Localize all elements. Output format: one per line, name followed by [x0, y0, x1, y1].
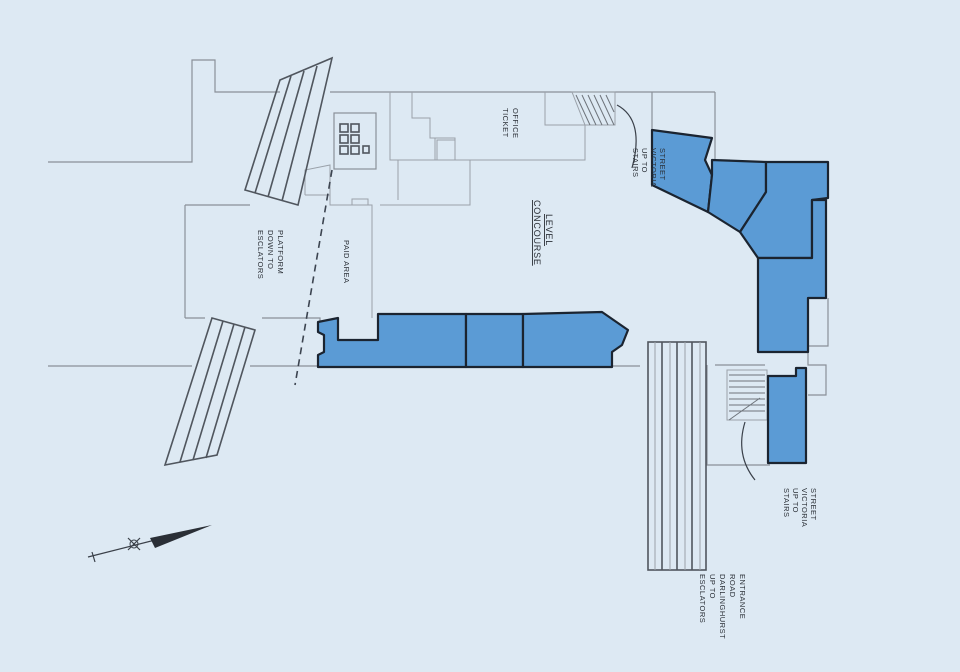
escalator-upper [243, 56, 334, 206]
svg-text:CONCOURSE: CONCOURSE [532, 200, 542, 266]
stairs-bottom [728, 374, 765, 481]
label-paid-area: PAID AREA [342, 240, 351, 284]
svg-text:PAID AREA: PAID AREA [342, 240, 351, 284]
svg-text:ROAD: ROAD [728, 574, 737, 598]
retail-unit-g[interactable] [756, 198, 828, 354]
label-concourse: CONCOURSE LEVEL [532, 200, 554, 266]
wall-lines [48, 59, 829, 466]
label-stairs-top: STAIRS UP TO VICTORIA STREET [631, 148, 667, 187]
svg-text:DOWN TO: DOWN TO [266, 230, 275, 269]
svg-text:PLATFORM: PLATFORM [276, 230, 285, 274]
label-escalators-entrance: ESCLATORS UP TO DARLINGHURST ROAD ENTRAN… [698, 574, 747, 639]
svg-text:STREET: STREET [809, 488, 818, 521]
retail-unit-b[interactable] [464, 312, 525, 369]
stairs-top [571, 91, 637, 169]
svg-text:ESCLATORS: ESCLATORS [698, 574, 707, 623]
label-stairs-bottom: STAIRS UP TO VICTORIA STREET [782, 488, 818, 527]
retail-unit-a[interactable] [316, 312, 468, 369]
paid-area-boundary [294, 169, 333, 386]
svg-text:STAIRS: STAIRS [631, 148, 640, 178]
svg-text:STREET: STREET [658, 148, 667, 181]
svg-text:VICTORIA: VICTORIA [800, 488, 809, 527]
retail-unit-h[interactable] [766, 366, 808, 465]
svg-text:ENTRANCE: ENTRANCE [738, 574, 747, 619]
svg-text:UP TO: UP TO [708, 574, 717, 599]
retail-unit-c[interactable] [521, 310, 630, 369]
label-ticket-office: TICKET OFFICE [501, 108, 520, 139]
escalator-lower [163, 317, 257, 467]
svg-text:VICTORIA: VICTORIA [649, 148, 658, 187]
svg-text:UP TO: UP TO [791, 488, 800, 513]
escalator-entrance [647, 341, 707, 571]
svg-text:ESCLATORS: ESCLATORS [256, 230, 265, 279]
svg-text:UP TO: UP TO [640, 148, 649, 173]
svg-text:STAIRS: STAIRS [782, 488, 791, 518]
svg-text:DARLINGHURST: DARLINGHURST [718, 574, 727, 639]
label-escalators-platform: ESCLATORS DOWN TO PLATFORM [256, 230, 285, 279]
svg-text:OFFICE: OFFICE [511, 108, 520, 139]
svg-text:LEVEL: LEVEL [544, 214, 554, 246]
north-arrow-icon [87, 525, 212, 563]
svg-text:TICKET: TICKET [501, 108, 510, 138]
retail-units [316, 128, 830, 465]
